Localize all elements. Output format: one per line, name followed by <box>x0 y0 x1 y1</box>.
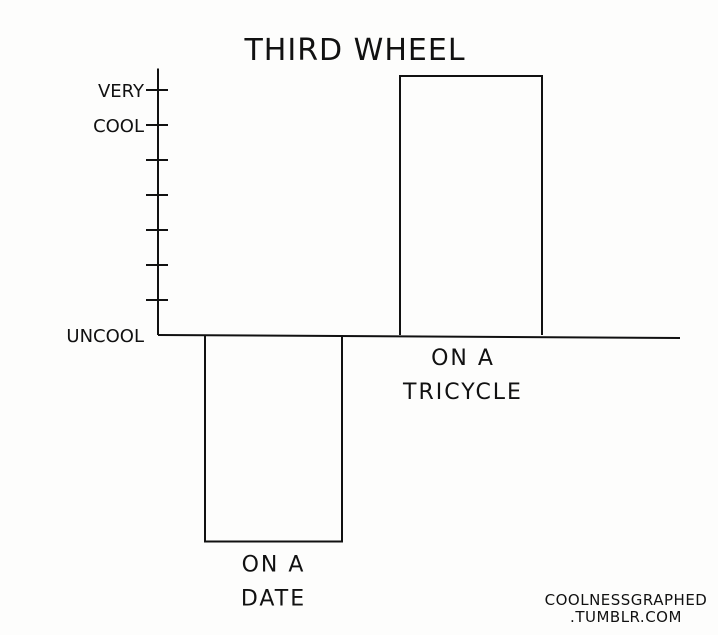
bar-on-a-tricycle <box>399 75 543 335</box>
x-axis <box>157 334 681 339</box>
category-label: ON A <box>242 553 306 578</box>
y-tick-label: VERY <box>98 81 145 102</box>
category-label: ON A <box>431 346 495 371</box>
credit-line-2: .TUMBLR.COM <box>570 608 682 626</box>
category-label: DATE <box>241 587 306 612</box>
chart-title: THIRD WHEEL <box>243 33 465 68</box>
credit-line-1: COOLNESSGRAPHED <box>544 591 708 609</box>
bar-on-a-date <box>204 335 343 543</box>
category-label: TRICYCLE <box>402 380 523 405</box>
y-tick-label: COOL <box>93 116 144 137</box>
credit: COOLNESSGRAPHED .TUMBLR.COM <box>538 592 714 626</box>
y-tick-label: UNCOOL <box>66 326 144 347</box>
